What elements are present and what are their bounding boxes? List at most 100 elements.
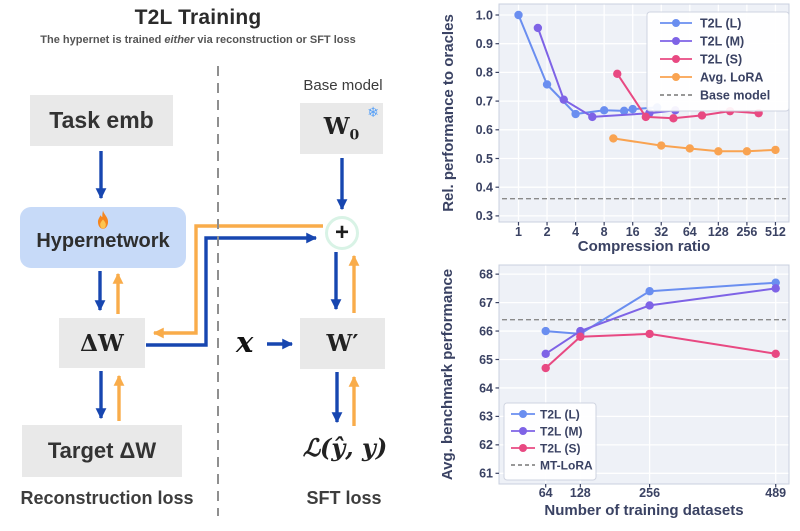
y-tick-label: 0.4 [476,181,493,195]
data-point-t2l-l [542,80,552,89]
x-tick-label: 4 [572,225,579,239]
plot-border [498,264,790,485]
legend-marker-avg-lora [672,73,680,81]
x-tick-label: 128 [570,486,591,500]
x-tick-label: 256 [736,225,757,239]
data-point-t2l-s [613,69,622,79]
data-point-avg-lora [714,147,723,156]
x-axis-label: Compression ratio [578,238,711,255]
x-tick-label: 512 [765,225,786,239]
y-tick-label: 0.6 [476,123,493,137]
arrow-deltaw-to-plus-elbow [146,232,318,347]
legend-marker-t2l-s [672,55,680,63]
data-point-t2l-l [619,106,629,116]
x-tick-label: 489 [765,486,786,500]
data-point-t2l-l [599,106,609,115]
legend-label-mt-lora: MT-LoRA [540,458,593,472]
x-tick-label: 256 [639,486,660,500]
data-point-t2l-l [645,287,654,296]
diagram-subtitle: The hypernet is trained either via recon… [0,34,396,46]
legend-marker-t2l-m [519,427,527,435]
legend-marker-t2l-m [672,37,680,45]
data-point-t2l-m [541,349,550,359]
w0-label: W0 [324,113,360,144]
data-point-avg-lora [609,134,618,143]
x-tick-label: 128 [708,225,729,239]
training-diagram: T2L Training The hypernet is trained eit… [0,6,396,516]
data-point-t2l-s [641,112,651,122]
y-tick-label: 0.7 [476,94,493,108]
y-tick-label: 65 [479,353,493,367]
data-point-t2l-m [771,284,780,293]
diagram-arrows [94,151,360,426]
legend-label-t2l-m: T2L (M) [540,424,582,438]
target-delta-w-box: Target ΔW [22,425,182,477]
legend-box [646,11,790,112]
arrow-plus-to-deltaw-grad-elbow [152,224,323,339]
y-tick-label: 1.0 [476,8,493,22]
y-tick-label: 0.3 [476,209,493,223]
y-tick-label: 63 [479,410,493,424]
series-line-t2l-m [545,287,776,355]
plus-node: + [325,216,359,250]
data-point-t2l-s [697,111,707,120]
data-point-t2l-s [771,349,780,359]
x-tick-label: 1 [515,225,522,239]
y-tick-label: 62 [479,438,493,452]
y-tick-label: 0.9 [476,37,493,51]
plus-sign: + [334,219,349,246]
diagram-title: T2L Training [134,6,262,29]
x-tick-label: 64 [683,225,697,239]
legend-label-t2l-l: T2L (L) [540,407,580,421]
y-tick-label: 66 [479,324,493,338]
legend-box [503,402,597,481]
legend-marker-t2l-l [519,410,527,418]
data-point-avg-lora [771,145,780,155]
legend-label-avg-lora: Avg. LoRA [700,70,763,84]
fire-icon [97,210,109,229]
x-tick-label: 64 [539,486,553,500]
y-tick-label: 0.5 [476,152,493,166]
data-point-t2l-l [541,326,550,336]
sft-loss-formula: ℒ(ŷ, y) [302,433,388,462]
data-point-t2l-s [645,329,654,339]
y-tick-label: 64 [479,381,493,395]
data-point-t2l-m [533,23,543,33]
data-point-avg-lora [742,147,752,156]
w0-main: W [323,113,350,141]
hypernetwork-box: Hypernetwork [20,207,186,268]
data-point-t2l-m [645,301,654,310]
hypernetwork-label: Hypernetwork [36,230,170,252]
legend-label-t2l-l: T2L (L) [700,16,741,30]
sft-loss-label: SFT loss [306,488,382,508]
data-point-t2l-s [669,114,678,123]
series-line-t2l-l [545,281,776,335]
x-tick-label: 8 [601,225,608,239]
y-tick-label: 67 [479,296,493,310]
delta-w-box: ΔW [59,318,145,368]
legend-label-base-model: Base model [700,88,770,102]
subtitle-either: either [164,34,195,46]
data-point-t2l-m [559,95,568,104]
y-tick-label: 0.8 [476,66,493,80]
data-point-t2l-l [514,10,523,20]
subtitle-post: via reconstruction or SFT loss [194,34,356,46]
base-model-label: Base model [303,77,383,94]
data-point-avg-lora [657,141,666,150]
data-point-t2l-s [541,363,550,373]
y-axis-label: Avg. benchmark performance [440,269,456,480]
reconstruction-loss-label: Reconstruction loss [20,488,194,508]
data-point-t2l-l [571,109,580,119]
plot-border [498,3,790,223]
x-axis-label: Number of training datasets [544,502,743,519]
legend-label-t2l-s: T2L (S) [540,441,580,455]
subtitle-pre: The hypernet is trained [40,34,165,46]
data-point-avg-lora [685,144,694,153]
series-line-avg-lora [613,137,776,153]
w0-subscript: 0 [349,127,360,144]
input-x-symbol: x [236,325,254,359]
legend-label-t2l-m: T2L (M) [700,34,744,48]
